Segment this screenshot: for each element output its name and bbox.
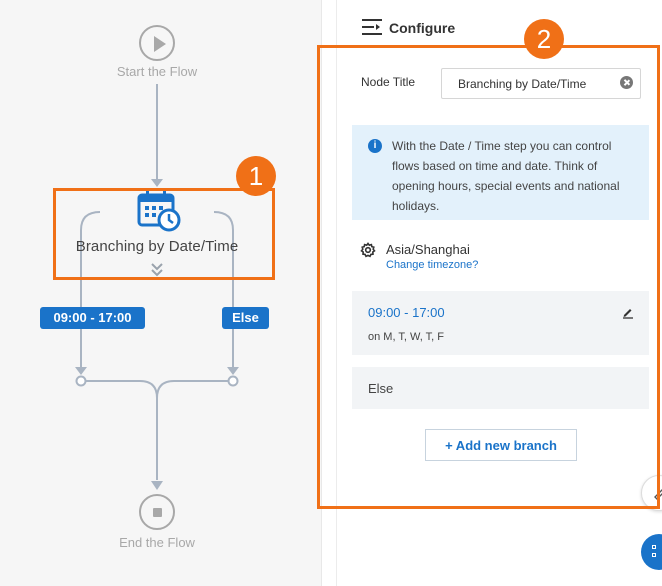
- flow-connectors: [75, 84, 239, 490]
- highlight-box-panel: [317, 45, 660, 509]
- branch-card-else-label: Else: [368, 381, 394, 396]
- panel-title: Configure: [389, 20, 456, 36]
- branch-card-else[interactable]: [352, 367, 649, 409]
- branch-card-days: on M, T, W, T, F: [368, 331, 445, 343]
- end-flow-label: End the Flow: [119, 535, 195, 550]
- chevron-double-down-icon[interactable]: [150, 261, 164, 277]
- branch-card-time-label[interactable]: 09:00 - 17:00: [368, 305, 445, 320]
- annotation-badge-1: 1: [236, 156, 276, 196]
- highlight-box-node: [53, 188, 275, 280]
- branch-card-time[interactable]: [352, 291, 649, 355]
- start-flow-label: Start the Flow: [116, 64, 198, 79]
- floating-apps-button[interactable]: [641, 534, 662, 570]
- panel-divider: [336, 0, 337, 586]
- pencil-icon[interactable]: [621, 305, 635, 319]
- end-flow-button[interactable]: [139, 494, 175, 530]
- node-title-input[interactable]: [441, 68, 641, 99]
- change-timezone-link[interactable]: Change timezone?: [386, 259, 479, 271]
- configure-menu-icon[interactable]: [361, 17, 383, 37]
- branch-label-time[interactable]: 09:00 - 17:00: [40, 307, 145, 329]
- add-new-branch-button[interactable]: + Add new branch: [425, 429, 577, 461]
- info-box: [352, 125, 649, 220]
- timezone-value: Asia/Shanghai: [386, 242, 470, 257]
- gear-icon: [360, 242, 376, 258]
- branch-label-else[interactable]: Else: [222, 307, 269, 329]
- info-text: With the Date / Time step you can contro…: [392, 139, 620, 213]
- start-flow-button[interactable]: [139, 25, 175, 61]
- annotation-badge-2: 2: [524, 19, 564, 59]
- node-title-field-label: Node Title: [361, 75, 416, 89]
- clear-icon[interactable]: [620, 76, 633, 89]
- node-title: Branching by Date/Time: [75, 238, 239, 255]
- calendar-clock-icon: [137, 191, 181, 232]
- flow-canvas[interactable]: Start the Flow Branching by Date/Time 09…: [0, 0, 321, 586]
- info-icon: i: [368, 139, 382, 153]
